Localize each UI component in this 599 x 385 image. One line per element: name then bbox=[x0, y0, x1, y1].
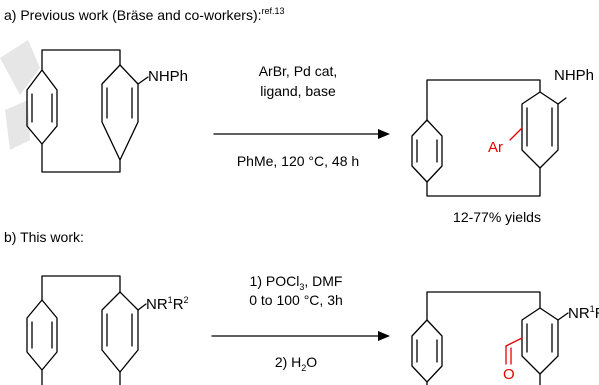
conditions-b-step1: 1) POCl3, DMF bbox=[250, 273, 343, 292]
conditions-b-step1-line2: 0 to 100 °C, 3h bbox=[249, 292, 343, 308]
ar-substituent: Ar bbox=[488, 139, 503, 156]
heading-part-b: b) This work: bbox=[4, 229, 84, 245]
aldehyde-oxygen: O bbox=[503, 366, 515, 383]
yield-label: 12-77% yields bbox=[453, 209, 541, 225]
conditions-b-step2: 2) H2O bbox=[275, 354, 317, 373]
conditions-a-line3: PhMe, 120 °C, 48 h bbox=[237, 153, 359, 169]
amine-label-product: NR1R2 bbox=[568, 304, 599, 322]
nhph-label-product: NHPh bbox=[554, 67, 594, 84]
product-cyclophane-b bbox=[411, 291, 569, 385]
conditions-a-line2: ligand, base bbox=[260, 83, 336, 99]
starting-cyclophane-a bbox=[26, 49, 149, 173]
starting-cyclophane-b bbox=[26, 275, 147, 385]
heading-part-a: a) Previous work (Bräse and co-workers):… bbox=[4, 6, 285, 23]
nhph-label-start: NHPh bbox=[148, 68, 188, 85]
reaction-arrow-b bbox=[211, 331, 390, 341]
reaction-arrow-a bbox=[213, 129, 390, 139]
product-cyclophane-a bbox=[411, 79, 567, 197]
watermark-arc bbox=[0, 40, 40, 150]
conditions-a-line1: ArBr, Pd cat, bbox=[259, 63, 338, 79]
amine-label-start: NR1R2 bbox=[146, 295, 189, 313]
